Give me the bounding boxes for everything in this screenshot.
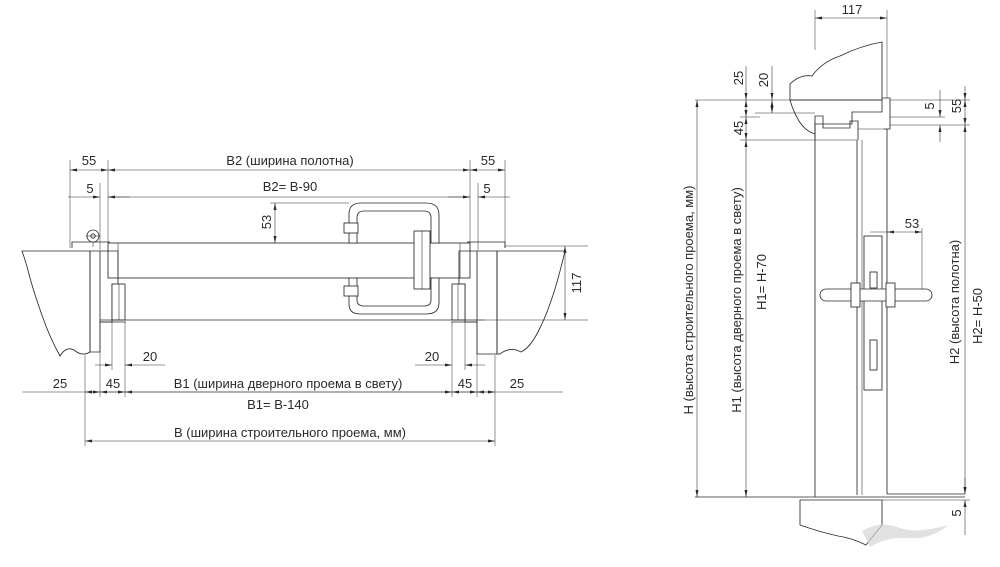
handle-rosette-right: [885, 282, 896, 308]
dim-25-right: 25: [510, 376, 524, 391]
section-view: 117 25 20 45 5 55 53 Н (высота строитель…: [681, 2, 985, 547]
handle-rosette-left: [850, 282, 861, 308]
lock-cylinder-slot: [869, 271, 878, 289]
h1-label: Н1 (высота дверного проема в свету): [729, 187, 744, 413]
dim-53: 53: [259, 215, 274, 229]
dim-55-left: 55: [82, 153, 96, 168]
wall-right-concrete: [496, 250, 566, 355]
dim-53-section: 53: [905, 216, 919, 231]
b1-label: В1 (ширина дверного проема в свету): [174, 376, 403, 391]
dim-20-right: 20: [425, 349, 439, 364]
frame-flange-right: [467, 241, 506, 248]
frame-top-profile: [814, 115, 859, 140]
dim-55-right: 55: [481, 153, 495, 168]
dim-5-right: 5: [483, 181, 490, 196]
h2-formula: Н2= Н-50: [970, 288, 985, 344]
frame-stop-left: [111, 283, 126, 321]
handle-rosette-inner: [343, 285, 359, 297]
dim-5-top: 5: [922, 102, 937, 109]
plan-view: 55 В2 (ширина полотна) 55 5 В2= В-90 5 5…: [21, 153, 588, 446]
lock-key-slot: [869, 339, 878, 371]
dim-45-left: 45: [106, 376, 120, 391]
h2-label: Н2 (высота полотна): [947, 240, 962, 364]
dim-5-left: 5: [86, 181, 93, 196]
h1-formula: Н1= Н-70: [754, 254, 769, 310]
lintel-foam: [789, 99, 883, 135]
dim-117-section: 117: [842, 2, 863, 17]
dim-20-left: 20: [143, 349, 157, 364]
frame-flange-left: [71, 241, 110, 248]
frame-stop-right: [451, 283, 466, 321]
handle-rosette-outer: [343, 222, 359, 234]
wall-left-concrete: [21, 250, 91, 357]
dim-20-section: 20: [756, 73, 771, 87]
dim-45-right: 45: [458, 376, 472, 391]
b1-formula: В1= В-140: [247, 397, 309, 412]
b2-formula: В2= В-90: [263, 179, 318, 194]
handle-inner-side: [348, 277, 440, 315]
frame-top-flange: [882, 97, 891, 130]
dim-45-section: 45: [731, 121, 746, 135]
b-label: В (ширина строительного проема, мм): [174, 425, 406, 440]
watermark-logo: [862, 524, 948, 547]
lock-plate: [863, 235, 883, 391]
h-label: Н (высота строительного проема, мм): [681, 186, 696, 415]
handle-bar: [819, 288, 933, 302]
door-leaf: [107, 242, 471, 279]
dim-25-left: 25: [53, 376, 67, 391]
dim-55-section: 55: [949, 99, 964, 113]
handle-outer-side: [348, 202, 440, 244]
lintel-concrete: [789, 41, 883, 101]
dim-25-section: 25: [731, 71, 746, 85]
b2-label: В2 (ширина полотна): [226, 153, 353, 168]
dim-117: 117: [569, 273, 584, 294]
dim-5-bottom: 5: [949, 509, 964, 516]
